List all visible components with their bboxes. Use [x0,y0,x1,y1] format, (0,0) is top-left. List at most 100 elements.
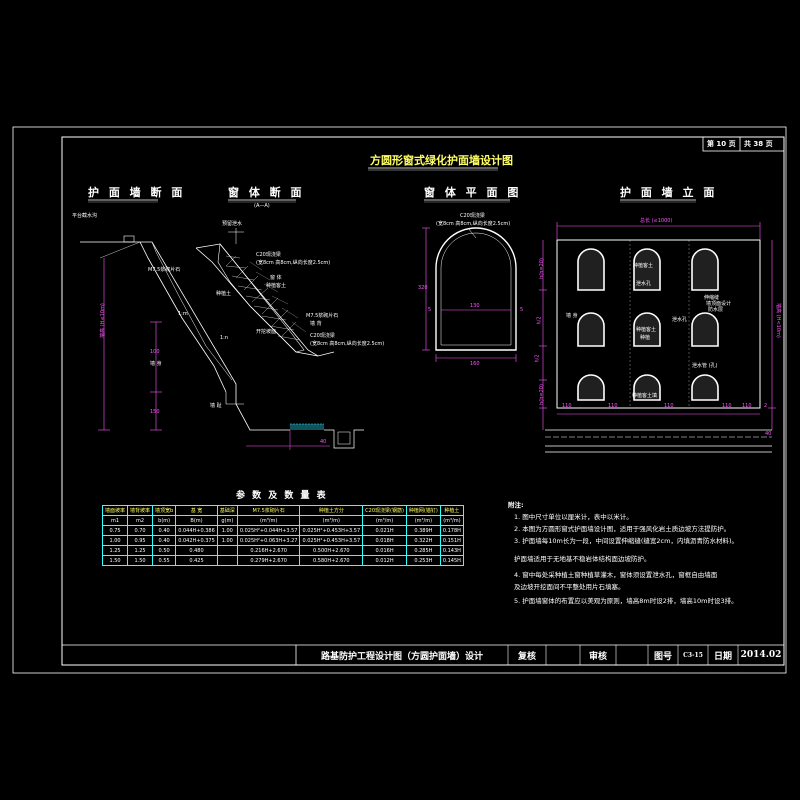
table-cell: 0.016H [362,545,407,556]
table-cell: 1.25 [101,545,129,556]
note-item: 及边坡开挖面间不平整处用片石填塞。 [514,583,625,591]
table-cell: 0.285H [405,545,441,556]
label-reserve-drain: 预留泄水 [222,221,243,227]
section-title-wall: 护 面 墙 断 面 [88,186,186,199]
table-cell: 0.025H²+0.453H+3.57 [299,535,364,546]
label-wall: 墙 身 [150,361,162,367]
table-subheader: (m³/m) [405,515,441,526]
note-item: 1. 图中尺寸单位以厘米计，表中以米计。 [514,513,633,521]
main-title: 方圆形窗式绿化护面墙设计图 [370,154,513,167]
table-header: C20现浇梁(钢筋) [362,505,407,516]
table-cell: 1.25 [127,545,154,556]
date-value: 2014.02 [740,650,782,660]
page-number-box [702,136,785,152]
label-elev-wall: 墙 身 [566,313,578,319]
dim-elev-h3: h(h=20) [538,384,545,405]
label-fill-soil: 种植客土 [266,283,287,289]
label-c20-beam-b-detail: (宽8cm 高8cm,纵向长度2.5cm) [310,341,385,347]
date-label: 日期 [713,651,732,662]
table-cell: 0.580H+2.670 [299,555,364,566]
table-cell: 1.50 [101,555,129,566]
table-subheader: (m³/m) [299,515,364,526]
table-header: 种植土 [439,505,464,516]
label-elev-joint: 伸缩缝 [704,295,720,301]
dim-elev-hl: h/2 [536,316,543,325]
quantity-table: 墙面坡率 墙背坡率 墙顶宽b 基 宽 基础深 M7.5浆砌片石 种植土方分 C2… [101,505,464,566]
table-header-row: 墙面坡率 墙背坡率 墙顶宽b 基 宽 基础深 M7.5浆砌片石 种植土方分 C2… [101,505,464,516]
label-planting-soil: 种植土 [216,291,232,297]
table-subheader-row: m1 m2 b(m) B(m) g(m) (m³/m) (m³/m) (m³/m… [101,515,464,526]
table-cell: 0.50 [152,545,177,556]
table-cell: 0.025H²+0.453H+3.57 [299,525,364,536]
table-header: 墙顶宽b [152,505,177,516]
table-cell: 0.70 [127,525,154,536]
section-title-window: 窗 体 断 面 [228,186,305,199]
table-row: 1.50 1.50 0.55 0.425 0.279H+2.670 0.580H… [101,555,464,566]
label-plan-beam-detail: (宽8cm 高8cm,纵向长度2.5cm) [436,221,511,227]
section-title-elevation: 护 面 墙 立 面 [620,186,718,199]
table-subheader: g(m) [216,515,238,526]
label-backfill: 墙 背 [310,321,322,327]
label-elev-drain: 泄水孔 [636,281,652,287]
table-cell: 0.042H+0.375 [175,535,218,546]
dim-slope-m: 1:m [178,311,188,317]
table-cell: 0.40 [152,525,177,536]
dim-plan-inner: 130 [470,303,480,309]
table-cell: 0.500H+2.670 [299,545,364,556]
label-plan-beam: C20现浇梁 [460,213,485,219]
wall-elevation-drawing [539,222,776,453]
table-cell: 0.025H²+0.044H+3.57 [236,525,301,536]
window-section-drawing [195,228,335,357]
table-cell: 0.75 [101,525,129,536]
dim-elev-110a: 110 [562,403,572,409]
table-cell: 0.425 [175,555,218,566]
table-cell: 0.025H²+0.063H+3.27 [236,535,301,546]
inner-frame [61,136,785,666]
table-cell: 0.322H [405,535,441,546]
page-total: 共 38 页 [744,140,773,148]
table-cell: 0.178H [439,525,464,536]
table-subheader: (m³/m) [236,515,301,526]
table-subheader: (m³/m) [362,515,407,526]
table-cell: 0.145H [439,555,464,566]
dim-elev-110b: 110 [608,403,618,409]
table-cell: 0.151H [439,535,464,546]
table-cell: 0.012H [362,555,407,566]
note-item: 2. 本图为方圆形窗式护面墙设计图，适用于强风化岩土质边坡方法提防护。 [514,525,731,533]
dim-plan-height: 320 [418,285,428,291]
dim-wall-height: 墙高 (H≤10m) [99,303,106,338]
drawing-no-label: 图号 [653,651,672,662]
label-c20-beam-a-detail: (宽8cm 高8cm,纵向长度2.5cm) [256,260,331,266]
label-elev-plant: 种植客土 [636,327,657,333]
dim-slope-n: 1:n [220,335,229,341]
label-c20-beam-a: C20现浇梁 [256,252,281,258]
table-header: 种植土方分 [299,505,364,516]
table-header: 墙面坡率 [101,505,129,516]
table-cell: 0.143H [439,545,464,556]
table-cell: 0.480 [175,545,218,556]
table-cell: 0.95 [127,535,154,546]
table-cell: 0.253H [405,555,441,566]
dim-plan-side: 5 [428,307,432,313]
table-cell: 0.018H [362,535,407,546]
table-header: 基 宽 [175,505,218,516]
table-row: 0.75 0.70 0.40 0.044H+0.386 1.00 0.025H²… [101,525,464,536]
page-number: 第 10 页 [707,140,736,148]
dim-150: 150 [150,409,160,415]
table-cell: 0.044H+0.386 [175,525,218,536]
drawing-no: C3-15 [683,651,703,659]
label-elev-gap: 泄水管 (孔) [692,363,718,369]
outer-frame [12,126,787,674]
table-cell: 1.50 [127,555,154,566]
table-cell: 0.55 [152,555,177,566]
dim-40: 40 [320,439,327,445]
table-cell [216,545,238,556]
dim-elev-110e: 110 [742,403,752,409]
table-cell: 0.279H+2.670 [236,555,301,566]
notes-heading: 附注: [508,501,524,509]
dim-plan-side2: 5 [520,307,524,313]
label-elev-plant2: 种植 [640,335,651,341]
note-item: 3. 护面墙每10m长为一段，中间设置伸缩缝(缝宽2cm，内填沥青防水材料)。 [514,537,738,545]
label-window: 窗 体 [270,275,282,281]
